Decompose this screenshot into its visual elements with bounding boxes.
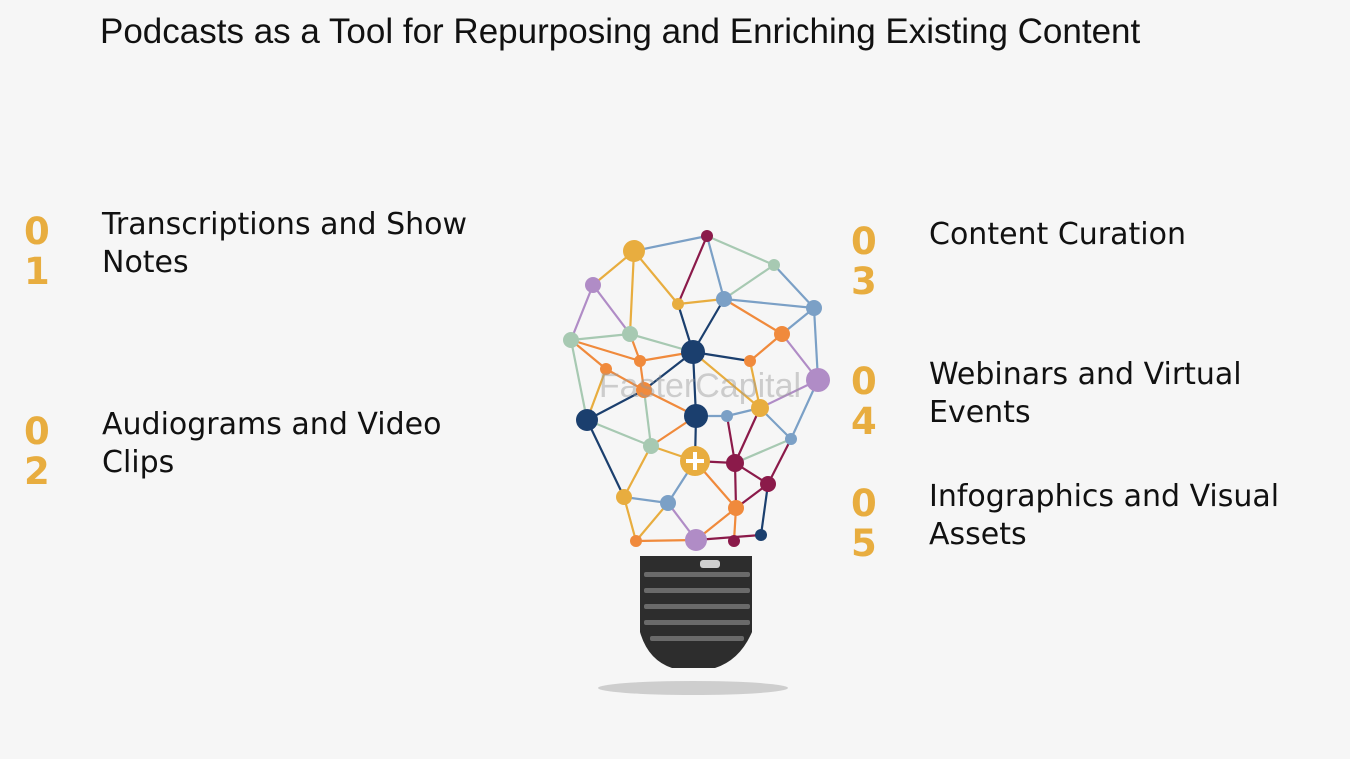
item-number: 0 2 [24,410,58,493]
item-label: Infographics and Visual Assets [929,479,1280,552]
item-label: Audiograms and Video Clips [102,407,442,480]
lightbulb-network-icon: FasterCapital [563,230,830,695]
item-number: 0 4 [851,360,885,443]
bulb-base [640,556,752,668]
item-number: 0 5 [851,482,885,565]
list-item-4: 0 4 Webinars and Virtual Events [851,357,1331,443]
list-item-3: 0 3 Content Curation [851,217,1331,303]
item-number: 0 3 [851,220,885,303]
bulb-nodes [563,230,830,551]
bulb-shadow [598,681,788,695]
page-title: Podcasts as a Tool for Repurposing and E… [100,12,1141,51]
item-label: Webinars and Virtual Events [929,357,1242,430]
item-label: Content Curation [929,217,1186,252]
item-label: Transcriptions and Show Notes [102,207,468,280]
list-item-5: 0 5 Infographics and Visual Assets [851,479,1331,565]
watermark: FasterCapital [599,367,801,405]
item-number: 0 1 [24,210,58,293]
list-item-1: 0 1 Transcriptions and Show Notes [24,207,484,293]
list-item-2: 0 2 Audiograms and Video Clips [24,407,484,493]
